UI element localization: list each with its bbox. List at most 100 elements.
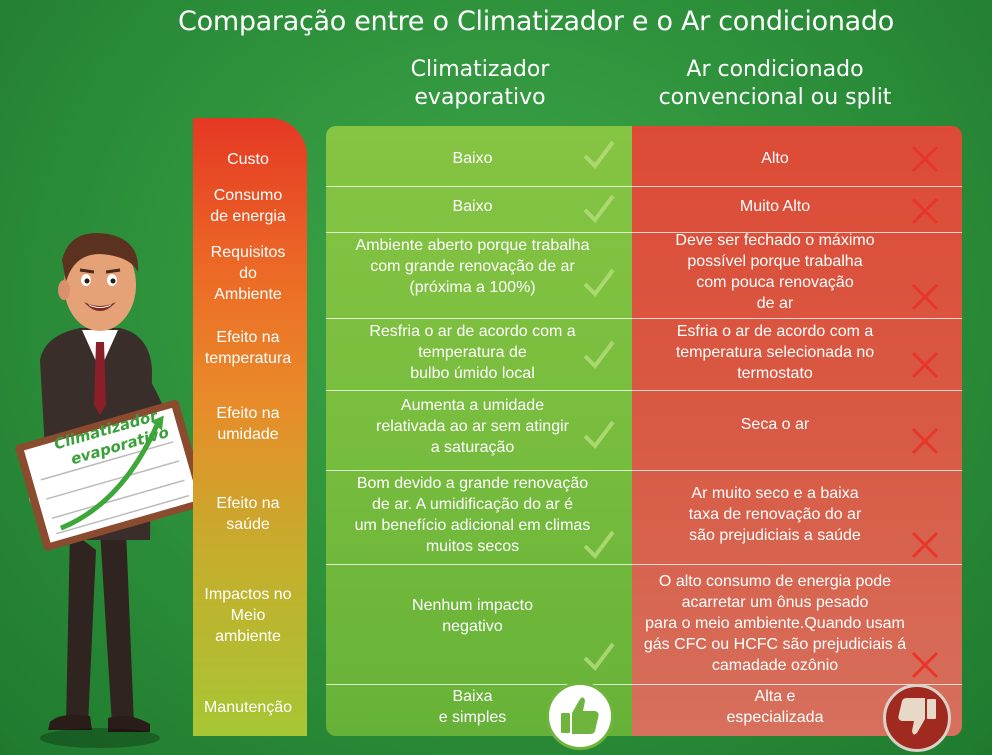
check-icon <box>583 530 615 560</box>
column-header-line: Ar condicionado <box>686 57 864 82</box>
column-header-line: evaporativo <box>414 85 546 110</box>
cell-line: e simples <box>438 709 507 726</box>
cell-ar-meio-ambiente: O alto consumo de energia pode acarretar… <box>640 570 910 676</box>
row-label-line: Efeito na <box>216 329 280 346</box>
thumbs-down-badge <box>883 684 951 752</box>
row-label-line: Consumo <box>213 187 283 204</box>
cross-icon <box>911 283 939 311</box>
row-label-saude: Efeito na saúde <box>193 492 303 536</box>
cell-line: de ar. A umidificação do ar é <box>371 496 573 513</box>
row-separator <box>326 232 962 233</box>
cell-line: com grande renovação de ar <box>370 257 575 275</box>
row-label-line: Efeito na <box>216 405 280 422</box>
check-icon <box>583 268 615 298</box>
cell-line: Bom devido a grande renovação <box>356 475 589 492</box>
cell-line: negativo <box>442 618 503 635</box>
row-label-line: temperatura <box>204 350 292 367</box>
row-label-line: Impactos no <box>204 585 292 603</box>
row-label-line: Requisitos <box>210 243 286 261</box>
cross-icon <box>911 651 939 679</box>
cell-line: termostato <box>737 364 813 382</box>
row-label-line: Custo <box>227 150 269 168</box>
cell-line: Baixa <box>452 688 493 705</box>
cell-line: Ar muito seco e a baixa <box>691 484 859 502</box>
row-label-line: Meio <box>230 606 266 624</box>
businessman-illustration <box>15 233 200 732</box>
check-icon <box>583 194 615 224</box>
cell-ar-custo: Alto <box>640 146 910 170</box>
cell-line: acarretar um ônus pesado <box>681 593 869 611</box>
row-label-umidade: Efeito na umidade <box>193 402 303 446</box>
row-label-meio-ambiente: Impactos no Meio ambiente <box>193 582 303 648</box>
climatizador-panel <box>326 126 632 736</box>
cross-icon <box>911 197 939 225</box>
cell-line: Baixo <box>452 197 493 215</box>
row-label-consumo: Consumo de energia <box>193 184 303 228</box>
cross-icon <box>911 351 939 379</box>
cell-line: muitos secos <box>425 538 520 555</box>
cell-line: Aumenta a umidade <box>400 396 545 414</box>
cell-ar-consumo: Muito Alto <box>640 194 910 218</box>
row-label-line: umidade <box>217 426 279 443</box>
cell-climatizador-requisitos: Ambiente aberto porque trabalha com gran… <box>330 234 615 298</box>
row-label-line: Efeito na <box>216 495 280 512</box>
cell-climatizador-temperatura: Resfria o ar de acordo com a temperatura… <box>330 320 615 384</box>
cell-line: Deve ser fechado o máximo <box>675 232 875 249</box>
criteria-column <box>193 118 307 736</box>
cross-icon <box>911 427 939 455</box>
cell-line: bulbo úmido local <box>410 364 535 382</box>
cell-line: Esfria o ar de acordo com a <box>676 322 874 340</box>
column-header-line: Climatizador <box>410 57 550 82</box>
cell-ar-saude: Ar muito seco e a baixa taxa de renovaçã… <box>640 482 910 546</box>
cell-line: para o meio ambiente.Quando usam <box>645 614 905 632</box>
cell-line: temperatura de <box>418 343 527 361</box>
cell-line: Seca o ar <box>740 415 810 433</box>
row-label-line: ambiente <box>215 627 281 645</box>
cell-ar-umidade: Seca o ar <box>640 412 910 436</box>
check-icon <box>583 420 615 450</box>
check-icon <box>583 340 615 370</box>
cell-ar-manutencao: Alta e especializada <box>640 684 910 730</box>
cell-line: relativada ao ar sem atingir <box>376 417 569 435</box>
thumbs-down-icon <box>898 698 936 735</box>
row-separator <box>326 564 962 565</box>
cell-climatizador-custo: Baixo <box>330 146 615 170</box>
cell-line: camadade ozônio <box>711 656 839 674</box>
cell-line: Nenhum impacto <box>412 597 533 614</box>
page-title: Comparação entre o Climatizador e o Ar c… <box>178 6 894 37</box>
cell-line: Muito Alto <box>739 197 811 215</box>
cell-line: a saturação <box>430 438 515 456</box>
cell-climatizador-consumo: Baixo <box>330 194 615 218</box>
column-header-ar-condicionado: Ar condicionado convencional ou split <box>630 56 920 112</box>
thumbs-up-badge <box>546 682 614 750</box>
cell-climatizador-meio-ambiente: Nenhum impacto negativo <box>330 594 615 638</box>
cell-climatizador-manutencao: Baixa e simples <box>330 684 615 730</box>
cell-climatizador-umidade: Aumenta a umidade relativada ao ar sem a… <box>330 394 615 458</box>
cell-line: Ambiente aberto porque trabalha <box>355 236 590 254</box>
row-label-line: do <box>239 264 257 282</box>
check-icon <box>583 140 615 170</box>
floor-shadow <box>40 728 160 748</box>
cell-line: são prejudiciais a saúde <box>689 526 861 544</box>
cell-line: (próxima a 100%) <box>409 278 536 296</box>
cell-line: de ar <box>756 295 794 312</box>
cell-climatizador-saude: Bom devido a grande renovação de ar. A u… <box>330 472 615 558</box>
cell-line: temperatura selecionada no <box>675 343 875 361</box>
row-label-requisitos: Requisitos do Ambiente <box>193 240 303 306</box>
cell-line: especializada <box>726 709 824 726</box>
cell-line: com pouca renovação <box>696 274 854 291</box>
row-label-line: de energia <box>210 208 286 225</box>
row-label-line: Manutenção <box>203 698 293 716</box>
cell-line: Alto <box>761 149 789 167</box>
row-separator <box>326 390 962 391</box>
cell-ar-temperatura: Esfria o ar de acordo com a temperatura … <box>640 320 910 384</box>
cross-icon <box>911 531 939 559</box>
row-separator <box>326 470 962 471</box>
cell-line: Resfria o ar de acordo com a <box>369 322 576 340</box>
cell-line: Baixo <box>452 149 493 167</box>
cell-line: possível porque trabalha <box>687 253 863 270</box>
cell-ar-requisitos: Deve ser fechado o máximo possível porqu… <box>640 230 910 314</box>
row-label-custo: Custo <box>193 140 303 178</box>
cell-line: O alto consumo de energia pode <box>658 572 892 590</box>
check-icon <box>583 642 615 672</box>
